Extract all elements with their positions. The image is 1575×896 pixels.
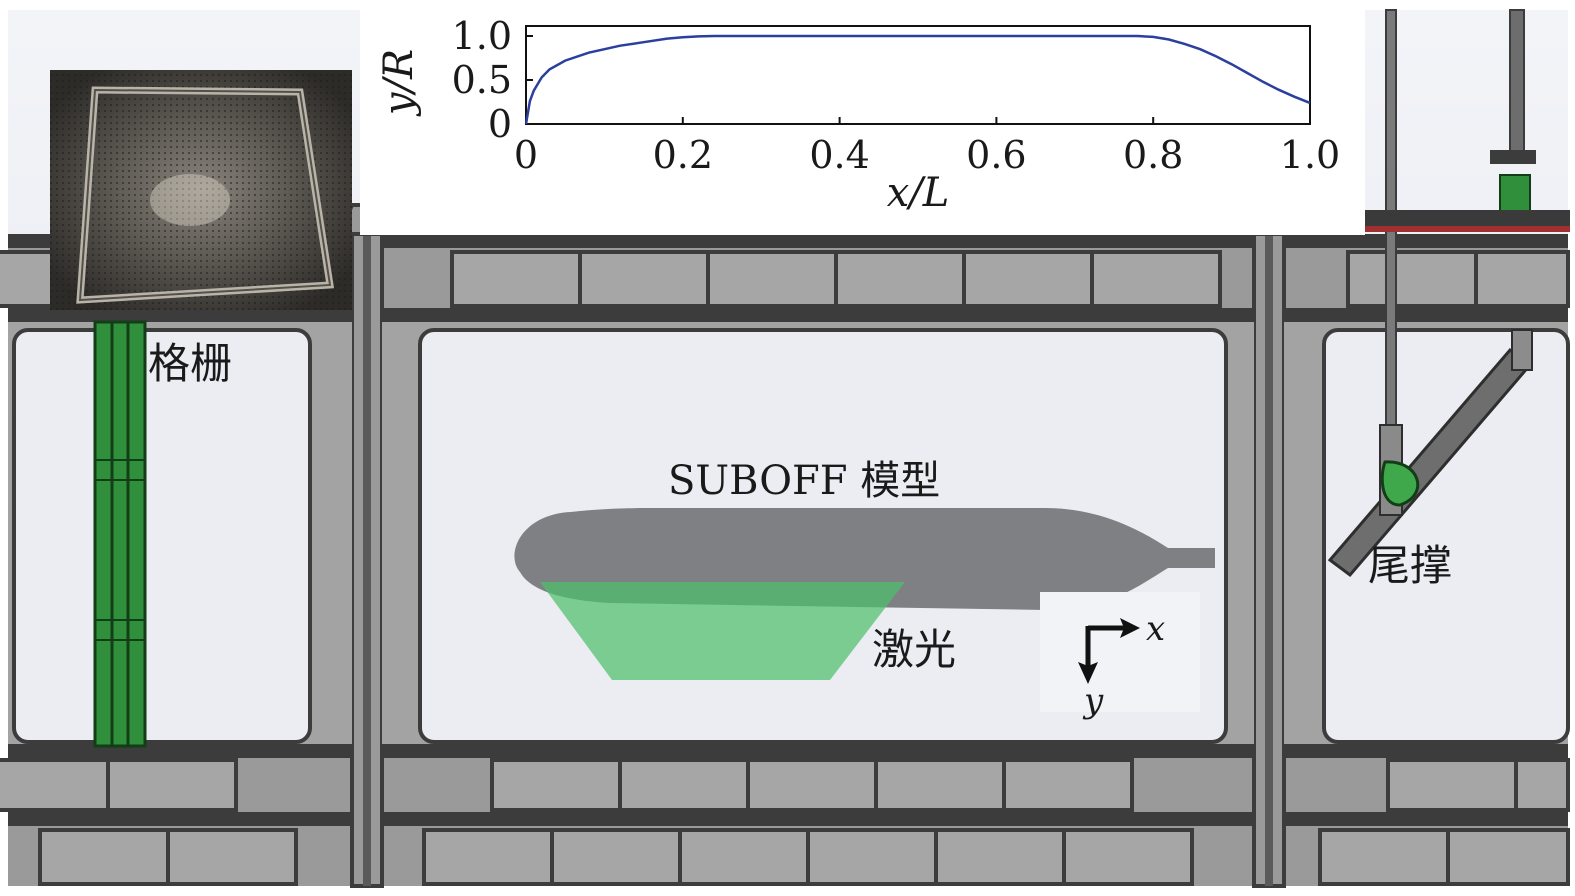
rail-block [450, 250, 582, 308]
rail-block [166, 828, 298, 886]
x-tick-label: 1.0 [1280, 133, 1340, 177]
y-tick-label: 0.5 [452, 58, 512, 102]
rail-block [678, 828, 810, 886]
rail-block [1386, 758, 1518, 812]
label-tail-support: 尾撑 [1368, 541, 1452, 590]
rail-block [1514, 758, 1570, 812]
rail-block [550, 828, 682, 886]
rail-block [1346, 250, 1478, 308]
rail-block [834, 250, 966, 308]
x-tick-label: 0.6 [966, 133, 1026, 177]
rail-block [962, 250, 1094, 308]
rail-block [1002, 758, 1134, 812]
rail-block [578, 250, 710, 308]
x-tick-label: 0.2 [653, 133, 713, 177]
rail-block [806, 828, 938, 886]
axis-x-label: x [1146, 609, 1165, 649]
rail-block [1318, 828, 1450, 886]
rail-block [934, 828, 1066, 886]
rail-block [706, 250, 838, 308]
rail-block [38, 828, 170, 886]
rail-block [1474, 250, 1570, 308]
x-tick-label: 0 [514, 133, 538, 177]
axis-y-label: y [1082, 681, 1104, 721]
rail-block [422, 828, 554, 886]
chart-xlabel: x/L [887, 170, 950, 216]
rail-block [106, 758, 238, 812]
rail-block [1446, 828, 1570, 886]
rail-block [1062, 828, 1194, 886]
label-model: SUBOFF 模型 [668, 458, 940, 504]
chart-plot-area [525, 25, 1311, 125]
rail-block [618, 758, 750, 812]
rail-block [0, 758, 110, 812]
grating-photo [50, 70, 352, 310]
rail-block [490, 758, 622, 812]
label-laser: 激光 [872, 625, 956, 674]
bottom-rail-blocks [0, 758, 1570, 886]
y-tick-label: 1.0 [452, 14, 512, 58]
tail-support [1300, 9, 1570, 578]
label-grating: 格栅 [148, 339, 232, 388]
y-tick-label: 0 [488, 102, 512, 146]
x-tick-label: 0.4 [809, 133, 869, 177]
laser-sheet [540, 582, 905, 680]
x-tick-label: 0.8 [1123, 133, 1183, 177]
chart-ylabel: y/R [376, 49, 422, 117]
axes-indicator: x y [1040, 592, 1200, 721]
grating-bars [93, 320, 147, 748]
rail-block [1090, 250, 1222, 308]
rail-block [874, 758, 1006, 812]
chart-series-line [524, 34, 1311, 125]
rail-block [746, 758, 878, 812]
